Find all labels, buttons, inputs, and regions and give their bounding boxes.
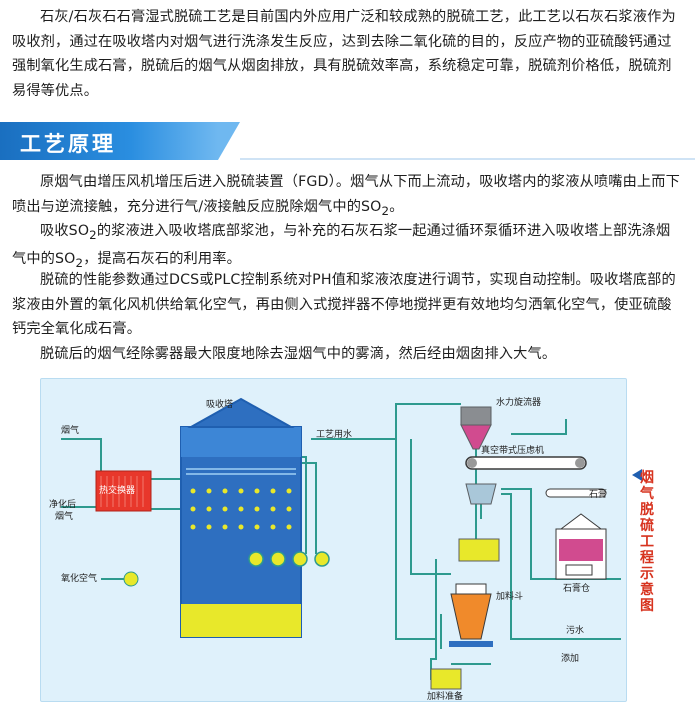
label-flue-gas: 烟气 [61,424,79,436]
principle-paragraph-4: 脱硫后的烟气经除雾器最大限度地除去湿烟气中的雾滴，然后经由烟囱排入大气。 [40,346,557,362]
circulation-pumps [248,551,330,567]
feed-hopper [449,583,493,647]
fgd-process-diagram: 吸收塔 烟气 热交换器 工艺用水 净化后 烟气 氧化空气 水力旋流器 真空带式压… [40,378,627,702]
label-feed-hopper: 加料斗 [496,590,523,602]
caption-arrow-icon [632,469,642,481]
label-clean-flue-gas-1: 净化后 [49,498,76,510]
hydrocyclone [460,406,492,450]
process-diagram-svg: 吸收塔 烟气 热交换器 工艺用水 净化后 烟气 氧化空气 水力旋流器 真空带式压… [49,396,621,702]
principle-paragraph-2: 吸收SO2的浆液进入吸收塔底部浆池，与补充的石灰石浆一起通过循环泵循环进入吸收塔… [12,223,671,271]
section-header: 工艺原理 [0,122,240,160]
gypsum-storage [555,513,607,580]
principle-paragraph-3: 脱硫的性能参数通过DCS或PLC控制系统对PH值和浆液浓度进行调节，实现自动控制… [12,272,676,337]
label-feed-prep: 加料准备 [427,690,463,701]
label-gypsum-storage: 石膏仓 [563,582,590,594]
label-gypsum: 石膏 [589,488,607,500]
label-hydrocyclone: 水力旋流器 [496,396,541,408]
diagram-caption: 烟气脱硫工程示意图 [640,470,654,614]
label-additive: 添加 [561,653,579,664]
label-process-water: 工艺用水 [316,428,352,440]
absorber-tower [180,397,302,638]
diagram-labels: 吸收塔 烟气 热交换器 工艺用水 净化后 烟气 氧化空气 水力旋流器 真空带式压… [49,396,607,702]
principle-paragraph-1: 原烟气由增压风机增压后进入脱硫装置（FGD）。烟气从下而上流动，吸收塔内的浆液从… [12,174,680,218]
label-absorber: 吸收塔 [206,398,233,410]
label-wastewater: 污水 [566,624,584,636]
gypsum-conveyor [545,488,607,498]
section-divider [240,158,695,160]
section-title: 工艺原理 [20,132,116,156]
label-vacuum-belt-filter: 真空带式压虑机 [481,444,544,456]
intro-paragraph: 石灰/石灰石石膏湿式脱硫工艺是目前国内外应用广泛和较成熟的脱硫工艺，此工艺以石灰… [12,9,676,99]
heat-exchanger [95,470,152,512]
label-clean-flue-gas-2: 烟气 [55,510,73,522]
feed-prep-tank [430,668,462,690]
label-oxidation-air: 氧化空气 [61,572,97,584]
label-heat-exchanger: 热交换器 [99,484,135,496]
oxidation-air-blower [123,571,139,587]
slurry-tank [458,483,500,562]
vacuum-belt-filter [465,456,587,470]
